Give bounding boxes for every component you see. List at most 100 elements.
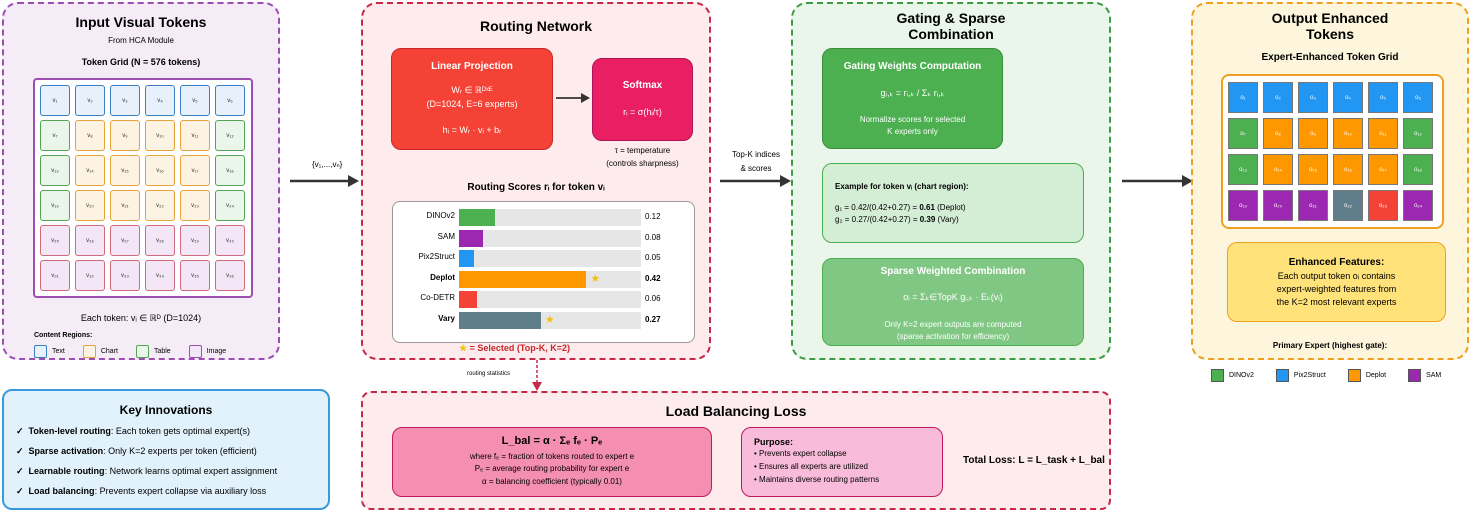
load-balancing-title: Load Balancing Loss — [665, 403, 807, 419]
output-token: o₁₀ — [1333, 118, 1363, 149]
output-title-1: Output Enhanced — [1271, 10, 1389, 26]
each-token-note: Each token: vᵢ ∈ ℝᴰ (D=1024) — [80, 313, 202, 323]
input-token: v₈ — [75, 120, 105, 151]
gating-weights-note-2: K experts only — [887, 127, 938, 136]
linear-projection-line1: Wᵣ ∈ ℝᴰˣᴱ — [451, 85, 493, 95]
region-swatch — [82, 345, 96, 358]
score-label: Co-DETR — [420, 293, 455, 302]
output-token: o₃ — [1298, 82, 1328, 113]
key-innovations-title: Key Innovations — [119, 403, 213, 417]
input-token: v₃₂ — [75, 260, 105, 291]
score-track — [459, 291, 641, 308]
output-token: o₅ — [1368, 82, 1398, 113]
arrow-gating-to-output — [1122, 175, 1193, 187]
output-token: o₂₃ — [1368, 190, 1398, 221]
region-legend-item: Table — [135, 345, 171, 358]
key-innovation-name: Sparse activation — [28, 446, 104, 456]
score-bar — [459, 311, 541, 329]
score-bar — [459, 229, 484, 247]
loss-formula: L_bal = α · Σₑ fₑ · Pₑ — [501, 435, 603, 447]
key-innovation-desc: : Network learns optimal expert assignme… — [104, 466, 278, 476]
arrow-routing-to-gating — [720, 175, 791, 187]
selected-legend: ★ = Selected (Top-K, K=2) — [459, 343, 570, 354]
score-label: Deplot — [430, 272, 455, 282]
loss-where-1: where fₑ = fraction of tokens routed to … — [469, 452, 635, 461]
content-regions-title: Content Regions: — [34, 332, 93, 339]
gating-title-2: Combination — [908, 26, 994, 42]
input-token: v₂₃ — [180, 190, 210, 221]
output-token: o₄ — [1333, 82, 1363, 113]
routing-network-panel: Routing Network Linear Projection Wᵣ ∈ ℝ… — [361, 2, 711, 360]
primary-legend-item: Pix2Struct — [1275, 369, 1326, 382]
input-token: v₁₇ — [180, 155, 210, 186]
input-panel-subtitle: From HCA Module — [108, 36, 174, 45]
input-token: v₁₉ — [40, 190, 70, 221]
score-label: Pix2Struct — [418, 252, 455, 261]
region-legend-item: Text — [34, 345, 65, 358]
score-track: ★ — [459, 270, 641, 288]
key-innovation-desc: : Only K=2 experts per token (efficient) — [103, 446, 257, 456]
output-token: o₁₁ — [1368, 118, 1398, 149]
region-legend-label: Text — [52, 348, 65, 356]
input-token: v₂₆ — [75, 225, 105, 256]
input-token: v₂₈ — [145, 225, 175, 256]
score-value: 0.06 — [645, 294, 661, 303]
gating-title-1: Gating & Sparse — [896, 10, 1006, 26]
sparse-combination-formula: oᵢ = Σₖ∈TopK gᵢ,ₖ · Eₖ(vᵢ) — [903, 292, 1003, 302]
key-innovation-name: Token-level routing — [28, 426, 111, 436]
key-innovation-item: ✓Token-level routing: Each token gets op… — [16, 426, 250, 437]
score-track — [459, 209, 641, 226]
key-innovation-desc: : Prevents expert collapse via auxiliary… — [94, 486, 267, 496]
linear-projection-line2: (D=1024, E=6 experts) — [426, 99, 518, 109]
score-bar — [459, 209, 496, 226]
primary-legend-item: DINOv2 — [1211, 369, 1254, 382]
softmax-title: Softmax — [622, 80, 663, 91]
primary-legend-label: SAM — [1426, 372, 1442, 380]
enhanced-line-2: expert-weighted features from — [1276, 284, 1397, 294]
output-token: o₁₇ — [1368, 154, 1398, 185]
linear-projection-title: Linear Projection — [431, 61, 513, 72]
primary-expert-title: Primary Expert (highest gate): — [1272, 341, 1388, 350]
example-box: Example for token vᵢ (chart region): g₁ … — [822, 163, 1084, 243]
region-legend-label: Image — [206, 348, 227, 356]
input-token: v₂₀ — [75, 190, 105, 221]
input-token: v₁₂ — [215, 120, 245, 151]
softmax-box: Softmax rᵢ = σ(hᵢ/τ) — [592, 58, 693, 141]
sparse-combination-box: Sparse Weighted Combination oᵢ = Σₖ∈TopK… — [822, 258, 1084, 346]
check-icon: ✓ — [16, 446, 24, 456]
score-bar — [459, 291, 478, 308]
output-token: o₇ — [1228, 118, 1258, 149]
input-tokens-panel: Input Visual Tokens From HCA Module Toke… — [2, 2, 280, 360]
output-token: o₂₄ — [1403, 190, 1433, 221]
sparse-combination-title: Sparse Weighted Combination — [880, 266, 1026, 277]
output-token: o₁ — [1228, 82, 1258, 113]
gating-weights-note-1: Normalize scores for selected — [859, 115, 966, 124]
example-line-2-formula: g₂ = 0.27/(0.42+0.27) = — [835, 215, 920, 224]
input-token: v₃₁ — [40, 260, 70, 291]
score-bar — [459, 250, 475, 267]
score-row: Co-DETR 0.06 — [395, 290, 693, 309]
input-token: v₂ — [75, 85, 105, 116]
score-row: Deplot★0.42 — [395, 270, 693, 289]
primary-legend-label: Deplot — [1365, 372, 1387, 380]
content-regions-legend: Text Chart Table Image — [34, 345, 244, 358]
region-legend-item: Chart — [82, 345, 118, 358]
region-swatch — [135, 345, 149, 358]
example-line-1-expert: (Deplot) — [934, 203, 966, 212]
output-token: o₁₈ — [1403, 154, 1433, 185]
score-track — [459, 229, 641, 247]
input-token: v₁₈ — [215, 155, 245, 186]
key-innovation-item: ✓Load balancing: Prevents expert collaps… — [16, 486, 266, 497]
input-token: v₇ — [40, 120, 70, 151]
input-token: v₃₄ — [145, 260, 175, 291]
routing-scores-title: Routing Scores rᵢ for token vᵢ — [467, 182, 605, 193]
purpose-box: Purpose: • Prevents expert collapse• Ens… — [741, 427, 943, 497]
token-grid-title: Token Grid (N = 576 tokens) — [81, 57, 201, 67]
input-token: v₁₄ — [75, 155, 105, 186]
input-token: v₆ — [215, 85, 245, 116]
input-token: v₂₄ — [215, 190, 245, 221]
score-track: ★ — [459, 311, 641, 329]
